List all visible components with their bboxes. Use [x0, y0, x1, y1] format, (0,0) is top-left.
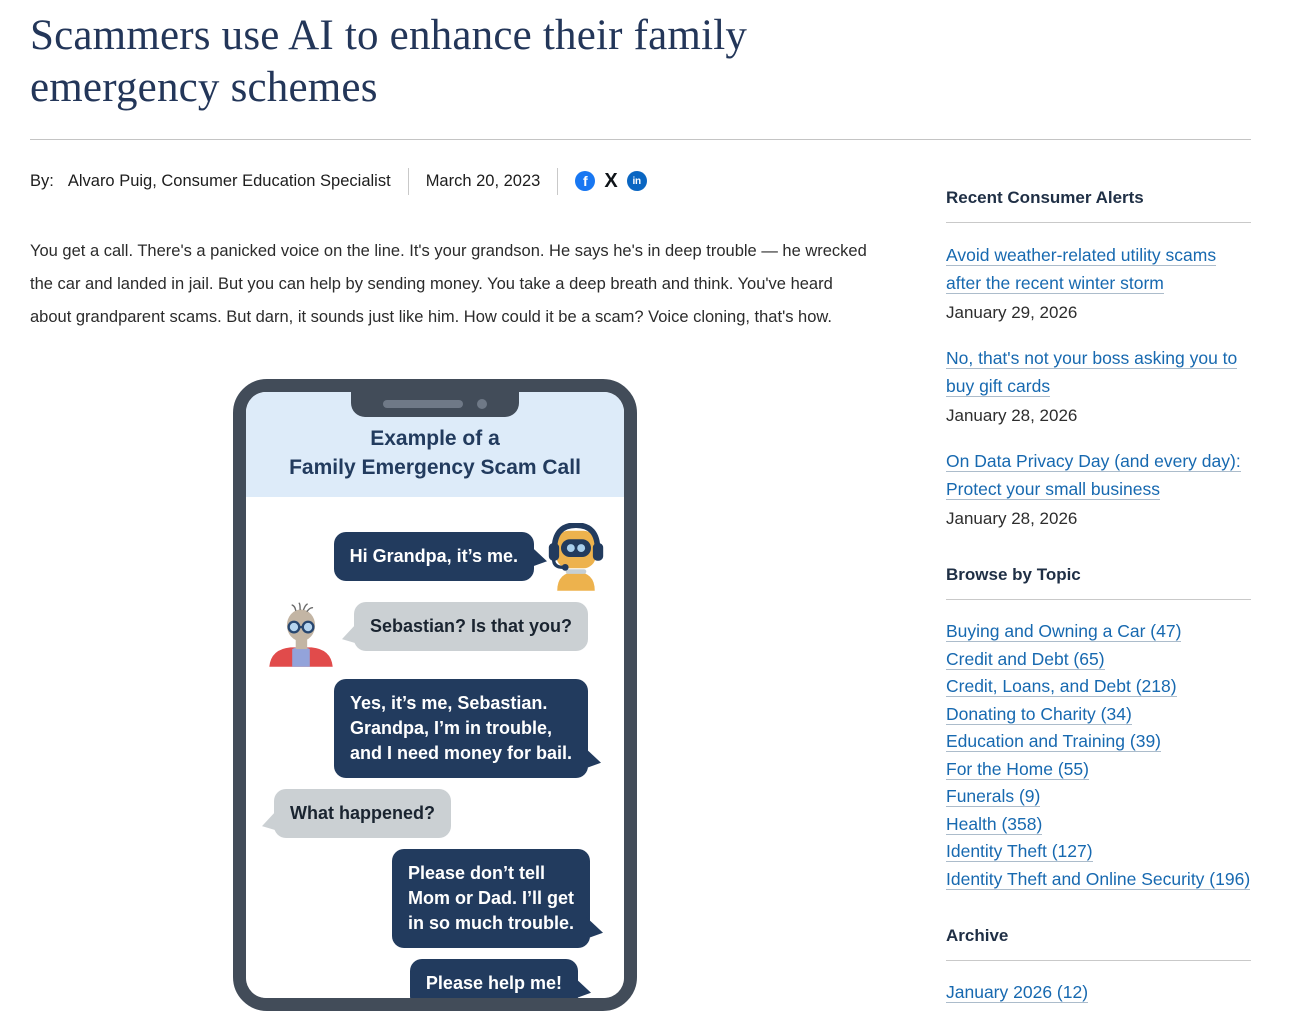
sidebar: Recent Consumer Alerts Avoid weather-rel…	[946, 188, 1251, 1021]
chat-bubble-grandpa: What happened?	[274, 788, 451, 838]
social-share-bar: f X in	[575, 170, 647, 193]
chat-bubble-scammer: Yes, it’s me, Sebastian. Grandpa, I’m in…	[333, 678, 588, 778]
alert-link[interactable]: On Data Privacy Day (and every day): Pro…	[946, 451, 1241, 500]
topic-item: Credit, Loans, and Debt (218)	[946, 673, 1251, 701]
topic-item: For the Home (55)	[946, 756, 1251, 784]
browse-topic-heading: Browse by Topic	[946, 565, 1251, 600]
topic-link[interactable]: Health (358)	[946, 813, 1043, 835]
chat-row: Sebastian? Is that you?	[264, 601, 606, 668]
chat-row: What happened?	[264, 788, 606, 838]
archive-item: January 2026 (12)	[946, 979, 1251, 1007]
chat-row: Yes, it’s me, Sebastian. Grandpa, I’m in…	[264, 678, 606, 778]
article-intro: You get a call. There's a panicked voice…	[30, 241, 867, 326]
byline-author: Alvaro Puig, Consumer Education Speciali…	[67, 171, 391, 190]
alert-date: January 28, 2026	[946, 509, 1078, 528]
topic-item: Health (358)	[946, 811, 1251, 839]
topic-item: Education and Training (39)	[946, 728, 1251, 756]
byline-by-label: By:	[30, 171, 54, 190]
infographic-title-line1: Example of a	[370, 426, 500, 450]
topic-item: Identity Theft (127)	[946, 838, 1251, 866]
alert-link[interactable]: Avoid weather-related utility scams afte…	[946, 245, 1217, 294]
chat-bubble-grandpa: Sebastian? Is that you?	[354, 601, 589, 651]
topic-link[interactable]: Donating to Charity (34)	[946, 703, 1132, 725]
linkedin-share-icon[interactable]: in	[626, 171, 647, 192]
byline-separator	[557, 167, 559, 195]
topic-link[interactable]: Education and Training (39)	[946, 731, 1161, 752]
facebook-share-icon[interactable]: f	[575, 171, 596, 192]
phone-notch	[351, 391, 519, 417]
alert-item: Avoid weather-related utility scams afte…	[946, 242, 1251, 326]
chat-row: Hi Grandpa, it’s me.	[264, 522, 606, 591]
article-main-column: Scammers use AI to enhance their family …	[30, 0, 1251, 1011]
chat-bubble-scammer: Hi Grandpa, it’s me.	[333, 532, 534, 582]
recent-consumer-alerts-section: Recent Consumer Alerts Avoid weather-rel…	[946, 188, 1251, 532]
topic-link[interactable]: Credit, Loans, and Debt (218)	[946, 676, 1177, 697]
topic-item: Donating to Charity (34)	[946, 701, 1251, 729]
byline-date: March 20, 2023	[425, 171, 541, 190]
byline-separator	[407, 167, 409, 195]
scam-call-infographic: Example of a Family Emergency Scam Call …	[233, 378, 637, 1011]
grandpa-avatar-icon	[269, 602, 333, 667]
topic-item: Identity Theft and Online Security (196)	[946, 866, 1251, 894]
archive-list: January 2026 (12)	[946, 979, 1251, 1007]
alert-link[interactable]: No, that's not your boss asking you to b…	[946, 348, 1238, 397]
page-title: Scammers use AI to enhance their family …	[30, 12, 748, 112]
archive-link[interactable]: January 2026 (12)	[946, 982, 1089, 1003]
alert-item: On Data Privacy Day (and every day): Pro…	[946, 448, 1251, 532]
topic-link[interactable]: Identity Theft and Online Security (196)	[946, 868, 1251, 890]
chat-bubble-scammer: Please help me!	[409, 958, 578, 998]
byline: By: Alvaro Puig, Consumer Education Spec…	[30, 167, 875, 195]
topic-item: Funerals (9)	[946, 783, 1251, 811]
chat-thread: Hi Grandpa, it’s me.	[246, 497, 624, 998]
alert-item: No, that's not your boss asking you to b…	[946, 345, 1251, 429]
robot-avatar-icon	[548, 522, 604, 591]
topic-link[interactable]: Buying and Owning a Car (47)	[946, 621, 1182, 642]
topic-item: Credit and Debt (65)	[946, 646, 1251, 674]
topic-item: Buying and Owning a Car (47)	[946, 618, 1251, 646]
browse-by-topic-section: Browse by Topic Buying and Owning a Car …	[946, 565, 1251, 893]
topic-link[interactable]: Funerals (9)	[946, 786, 1041, 807]
topic-list: Buying and Owning a Car (47) Credit and …	[946, 618, 1251, 893]
archive-section: Archive January 2026 (12)	[946, 926, 1251, 1007]
chat-row: Please help me!	[264, 958, 606, 998]
chat-bubble-scammer: Please don’t tell Mom or Dad. I’ll get i…	[391, 848, 590, 948]
x-share-icon[interactable]: X	[604, 170, 618, 193]
phone-screen: Example of a Family Emergency Scam Call …	[246, 391, 624, 998]
alert-date: January 28, 2026	[946, 406, 1078, 425]
phone-camera-dot	[477, 399, 487, 410]
title-divider	[30, 138, 1251, 140]
infographic-title-line2: Family Emergency Scam Call	[289, 455, 581, 479]
recent-alerts-heading: Recent Consumer Alerts	[946, 188, 1251, 223]
chat-row: Please don’t tell Mom or Dad. I’ll get i…	[264, 848, 606, 948]
topic-link[interactable]: For the Home (55)	[946, 758, 1089, 780]
topic-link[interactable]: Identity Theft (127)	[946, 841, 1093, 862]
archive-heading: Archive	[946, 926, 1251, 961]
phone-speaker-slot	[383, 400, 463, 409]
topic-link[interactable]: Credit and Debt (65)	[946, 648, 1105, 670]
alert-date: January 29, 2026	[946, 303, 1078, 322]
